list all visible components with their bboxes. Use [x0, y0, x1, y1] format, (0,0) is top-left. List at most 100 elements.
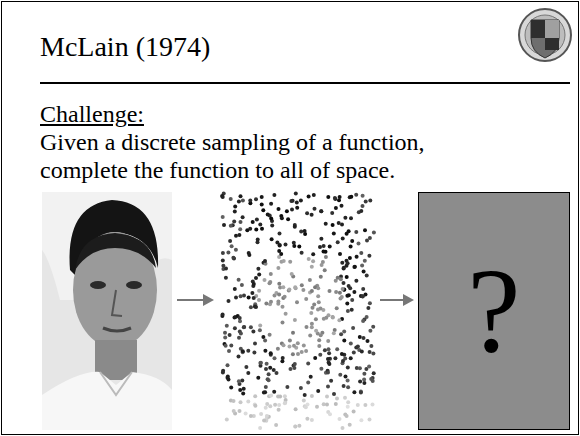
sample-dot — [371, 351, 375, 355]
sample-dot — [226, 363, 230, 367]
sample-dot — [365, 274, 369, 278]
sample-dot — [317, 300, 321, 304]
sample-dot — [305, 417, 309, 421]
sample-dot — [359, 418, 363, 422]
sample-dot — [369, 344, 373, 348]
sample-dot — [346, 366, 350, 370]
sample-dot — [268, 281, 272, 285]
sample-dot — [293, 285, 297, 289]
sample-dot — [248, 199, 252, 203]
sample-dot — [279, 252, 283, 256]
sample-dot — [340, 204, 344, 208]
sample-dot — [244, 411, 248, 415]
sample-dot — [263, 339, 267, 343]
sample-dot — [356, 403, 360, 407]
sample-dot — [352, 265, 356, 269]
sample-dot — [349, 245, 353, 249]
sample-dot — [258, 323, 262, 327]
sample-dot — [221, 259, 225, 263]
sample-dot — [328, 412, 332, 416]
sample-dot — [239, 400, 243, 404]
sample-dot — [340, 261, 344, 265]
sample-dot — [293, 225, 297, 229]
sample-dot — [238, 409, 242, 413]
sample-dot — [227, 349, 231, 353]
sample-dot — [349, 216, 353, 220]
sample-dot — [241, 215, 245, 219]
sample-dot — [316, 307, 320, 311]
sample-dot — [261, 335, 265, 339]
sample-dot — [281, 320, 285, 324]
sample-dot — [305, 325, 309, 329]
sample-dot — [287, 288, 291, 292]
sample-dot — [227, 299, 231, 303]
sample-dot — [258, 222, 262, 226]
sample-dot — [342, 266, 346, 270]
sample-dot — [311, 306, 315, 310]
sample-dot — [256, 237, 260, 241]
sample-dot — [309, 375, 313, 379]
sample-dot — [304, 405, 308, 409]
sample-dot — [345, 294, 349, 298]
sample-dot — [260, 203, 264, 207]
sample-dot — [341, 426, 345, 430]
sample-dot — [319, 275, 323, 279]
sample-dot — [342, 339, 346, 343]
sample-dot — [256, 267, 260, 271]
sample-dot — [300, 283, 304, 287]
sample-dot — [342, 384, 346, 388]
sample-dot — [318, 353, 322, 357]
sample-dot — [346, 385, 350, 389]
sample-dot — [314, 317, 318, 321]
sample-dot — [358, 380, 362, 384]
sample-dot — [366, 306, 370, 310]
sample-dot — [343, 396, 347, 400]
sample-dot — [233, 204, 237, 208]
sample-dot — [294, 407, 298, 411]
sample-dot — [345, 302, 349, 306]
sample-dot — [340, 352, 344, 356]
sample-dot — [312, 193, 316, 197]
sample-dot — [267, 378, 271, 382]
sample-dot — [288, 339, 292, 343]
sample-dot — [239, 194, 243, 198]
sample-dot — [247, 253, 251, 257]
sample-dot — [241, 198, 245, 202]
sample-dot — [295, 300, 299, 304]
sample-dot — [363, 403, 367, 407]
sample-dot — [276, 266, 280, 270]
sample-dot — [354, 230, 358, 234]
sample-dot — [276, 395, 280, 399]
sample-dot — [340, 295, 344, 299]
sample-dot — [284, 242, 288, 246]
sample-dot — [292, 366, 296, 370]
sample-dot — [362, 269, 366, 273]
sample-dot — [237, 379, 241, 383]
sample-dot — [304, 297, 308, 301]
sample-dot — [232, 399, 236, 403]
sample-dot — [239, 294, 243, 298]
sample-dot — [359, 251, 363, 255]
sample-dot — [288, 260, 292, 264]
sample-dot — [264, 301, 268, 305]
sample-dot — [310, 325, 314, 329]
sample-dot — [338, 195, 342, 199]
sample-dot — [369, 377, 373, 381]
sample-dot — [351, 326, 355, 330]
sample-dot — [250, 291, 254, 295]
sample-dot — [367, 254, 371, 258]
sample-dot — [323, 268, 327, 272]
sample-dot — [221, 264, 225, 268]
sample-dot — [272, 390, 276, 394]
sample-dot — [325, 395, 329, 399]
sample-dot — [332, 232, 336, 236]
sample-dot — [315, 405, 319, 409]
sample-dot — [242, 387, 246, 391]
sample-dot — [277, 408, 281, 412]
sample-dot — [350, 239, 354, 243]
sample-dot — [269, 300, 273, 304]
sample-dot — [264, 385, 268, 389]
sample-dot — [319, 209, 323, 213]
sample-dot — [317, 338, 321, 342]
sample-dot — [309, 311, 313, 315]
